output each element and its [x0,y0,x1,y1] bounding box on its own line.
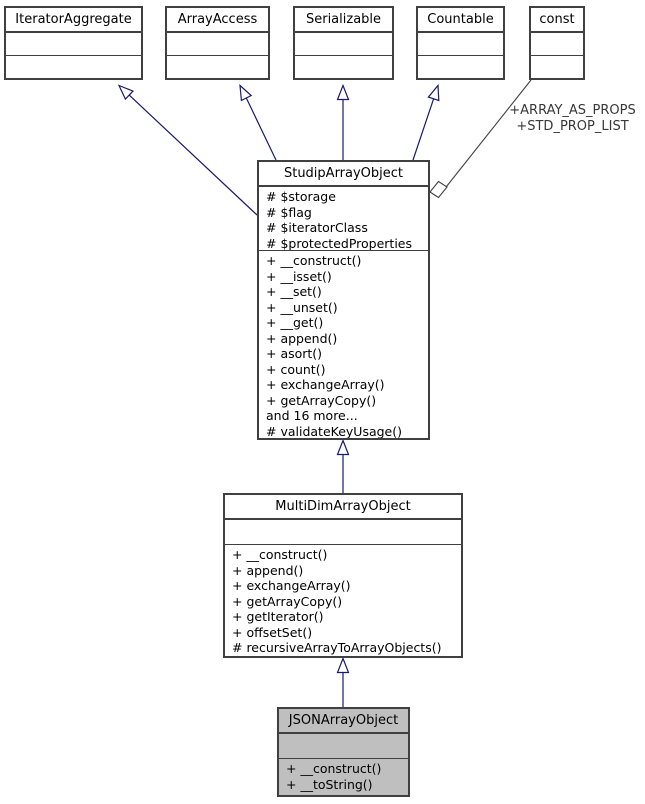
attributes-compartment [279,734,408,759]
inheritance-arrow-icon [336,438,350,456]
attribute: # $flag [266,204,312,220]
methods-compartment [167,56,268,78]
class-name[interactable]: ArrayAccess [167,8,268,33]
attributes-compartment: # $storage # $flag # $iteratorClass # $p… [259,187,428,251]
class-name[interactable]: Countable [418,8,503,33]
usage-edge-const [446,79,532,187]
method: + getIterator() [232,609,324,624]
method: # recursiveArrayToArrayObjects() [232,640,442,655]
class-name[interactable]: StudipArrayObject [259,162,428,187]
edge-label-line: +STD_PROP_LIST [516,119,629,134]
method: + getArrayCopy() [266,392,377,408]
class-box-studiparrayobject[interactable]: StudipArrayObject # $storage # $flag # $… [257,160,430,440]
attribute: # $iteratorClass [266,220,368,235]
class-box-jsonarrayobject[interactable]: JSONArrayObject + __construct() + __toSt… [277,707,410,797]
method: + __get() [266,315,324,330]
more-members-note: and 16 more... [266,408,358,423]
attributes-compartment [6,33,141,56]
class-box-serializable[interactable]: Serializable [293,6,394,80]
methods-compartment: + __construct() + append() + exchangeArr… [225,545,461,656]
class-name[interactable]: const [531,8,583,33]
attributes-compartment [295,33,392,56]
methods-compartment [6,56,141,78]
class-name[interactable]: MultiDimArrayObject [225,495,461,520]
attributes-compartment [418,33,503,56]
method: + exchangeArray() [232,578,351,593]
method: + offsetSet() [232,624,313,640]
class-name[interactable]: IteratorAggregate [6,8,141,33]
attribute: # $storage [266,189,336,204]
attribute: # $protectedProperties [266,235,413,251]
inheritance-edge-countable [412,98,435,161]
class-box-iteratoraggregate[interactable]: IteratorAggregate [4,6,143,80]
inheritance-arrow-icon [239,84,253,102]
method: + __toString() [286,776,373,792]
class-box-const[interactable]: const [529,6,585,80]
inheritance-arrow-icon [336,83,350,101]
method: + __set() [266,284,322,299]
inheritance-edge-iteratoraggregate [128,94,258,216]
methods-compartment [295,56,392,78]
method: + asort() [266,346,323,361]
method: + __unset() [266,299,338,315]
methods-compartment: + __construct() + __toString() [279,759,408,795]
usage-edge-label: +ARRAY_AS_PROPS +STD_PROP_LIST [500,103,645,135]
method: + __isset() [266,268,332,284]
methods-compartment [531,56,583,78]
class-name[interactable]: Serializable [295,8,392,33]
inheritance-arrow-icon [427,83,440,102]
method: + append() [266,330,338,346]
class-box-arrayaccess[interactable]: ArrayAccess [165,6,270,80]
method: + count() [266,361,326,377]
class-name[interactable]: JSONArrayObject [279,709,408,734]
inheritance-arrow-icon [336,656,350,674]
method: # validateKeyUsage() [266,423,402,439]
edge-label-line: +ARRAY_AS_PROPS [509,103,636,118]
method: + __construct() [232,547,328,562]
method: + __construct() [286,761,382,776]
attributes-compartment [531,33,583,56]
inheritance-arrow-icon [117,84,135,101]
method: + append() [232,562,304,578]
inheritance-edge-arrayaccess [245,97,277,161]
aggregation-diamond-icon [429,180,448,199]
methods-compartment: + __construct() + __isset() + __set() + … [259,251,428,438]
method: + __construct() [266,253,362,268]
method: + getArrayCopy() [232,593,343,609]
methods-compartment [418,56,503,78]
attributes-compartment [225,520,461,545]
method: + exchangeArray() [266,377,385,392]
class-box-countable[interactable]: Countable [416,6,505,80]
class-box-multidimarrayobject[interactable]: MultiDimArrayObject + __construct() + ap… [223,493,463,658]
attributes-compartment [167,33,268,56]
